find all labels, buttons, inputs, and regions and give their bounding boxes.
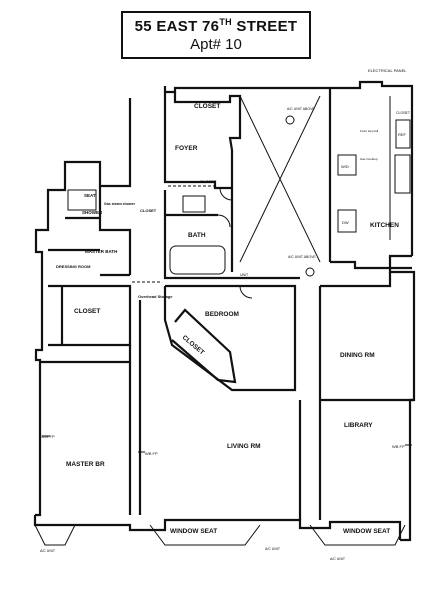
note-kitchen-2: Gas Cooktop [360,157,378,161]
label-kitchen: KITCHEN [370,222,399,229]
bedroom-wall [163,284,297,392]
outer-wall-bottom [33,515,402,540]
refrigerator [395,119,411,149]
ac-unit-marker-mid [305,267,315,277]
label-window-seat-left: WINDOW SEAT [170,528,217,535]
kitchen-bottom-wall [330,260,412,270]
ac-unit-marker-top [285,115,295,125]
label-closet-left: CLOSET [74,308,100,315]
note-ac-unit-above-top: A/C UNIT ABOVE [287,107,315,111]
label-closet-top: CLOSET [194,103,220,110]
master-br-bay [34,524,76,546]
window-seat-left-bay [149,524,261,546]
dining-wall [320,272,392,288]
label-closet-mid: CLOSET [140,208,157,213]
note-unit: UNIT [240,273,249,277]
label-bedroom: BEDROOM [205,311,239,318]
shower-seat [67,189,97,211]
master-bath-wall [98,186,132,275]
label-foyer: FOYER [175,145,198,152]
dishwasher [337,209,357,233]
bathtub [169,245,226,275]
washer-dryer [337,154,357,176]
note-ac-unit-bottom-mid: A/C UNIT [265,547,281,551]
label-dining-rm: DINING RM [340,352,375,359]
label-living-rm: LIVING RM [227,443,261,450]
closet-top-wall [173,92,242,151]
title-box: 55 EAST 76TH STREET Apt# 10 [121,11,311,59]
door-swing-bedroom [239,285,253,299]
label-window-seat-right: WINDOW SEAT [343,528,390,535]
note-dw: DW [342,220,349,225]
note-ac-unit-above-mid: A/C UNIT ABOVE [288,255,316,259]
label-shower: SHOWER [82,210,103,215]
bath-sink [182,195,206,213]
outer-wall-top [163,80,414,256]
stove [394,154,411,194]
outer-wall-left-lower [34,290,44,517]
note-wb-fp-right: WB FP [392,444,405,449]
label-bath: BATH [188,232,206,239]
note-ref: REF [398,132,407,137]
outer-wall-left-upper [34,98,132,290]
apartment-number: Apt# 10 [190,36,242,53]
address-title: 55 EAST 76TH STREET [134,17,298,35]
note-kitchen-1: Front step fall [360,129,379,133]
label-master-br: MASTER BR [66,461,105,468]
closet-diag-wall [171,308,237,384]
foyer-wall [163,92,234,190]
outer-wall-right [388,254,416,542]
note-ac-unit-bottom-left: A/C UNIT [40,549,56,553]
label-seat: SEAT [84,193,96,198]
label-overhead-storage: Overhead Storage [138,294,173,299]
label-library: LIBRARY [344,422,373,429]
window-seat-right-bay [309,524,406,546]
note-wd: W/D [341,164,349,169]
note-electrical-panel: ELECTRICAL PANEL [368,68,407,73]
label-gas-steam-shower: Gas steam shower [104,202,136,206]
note-closet-kitchen: CLOSET [396,111,411,115]
door-swing-bath [217,214,231,228]
closet-left-wall [48,284,132,347]
foyer-diagonal-2 [239,95,321,263]
note-wb-fp-left: WB FP [145,451,158,456]
label-master-bath: MASTER BATH [85,249,117,254]
bath-wall [163,190,232,280]
note-ac-unit-bottom-right: A/C UNIT [330,557,346,561]
door-swing-foyer [219,187,233,201]
label-dressing-room: DRESSING ROOM [56,264,91,269]
label-closet-small: CLOSET [200,179,217,184]
